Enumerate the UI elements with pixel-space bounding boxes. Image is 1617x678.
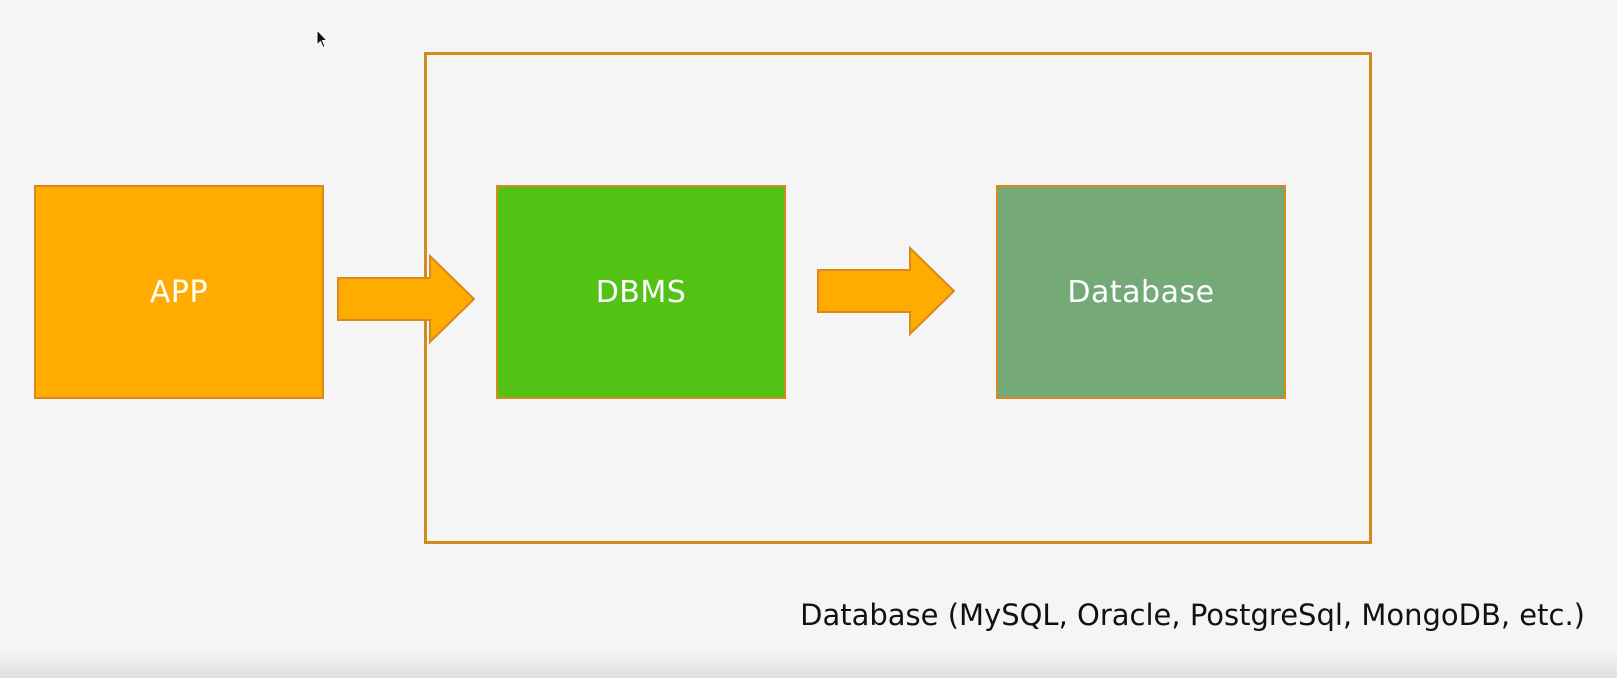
dbms-box-label: DBMS xyxy=(595,274,687,310)
mouse-pointer-icon xyxy=(316,29,328,49)
dbms-box: DBMS xyxy=(496,185,786,399)
app-to-dbms-arrow-icon xyxy=(337,254,476,344)
app-box-label: APP xyxy=(149,274,209,310)
bottom-edge xyxy=(0,654,1617,678)
database-box-label: Database xyxy=(1067,274,1215,310)
database-examples-caption: Database (MySQL, Oracle, PostgreSql, Mon… xyxy=(800,598,1585,632)
database-box: Database xyxy=(996,185,1286,399)
dbms-to-database-arrow-icon xyxy=(817,246,956,336)
app-box: APP xyxy=(34,185,324,399)
